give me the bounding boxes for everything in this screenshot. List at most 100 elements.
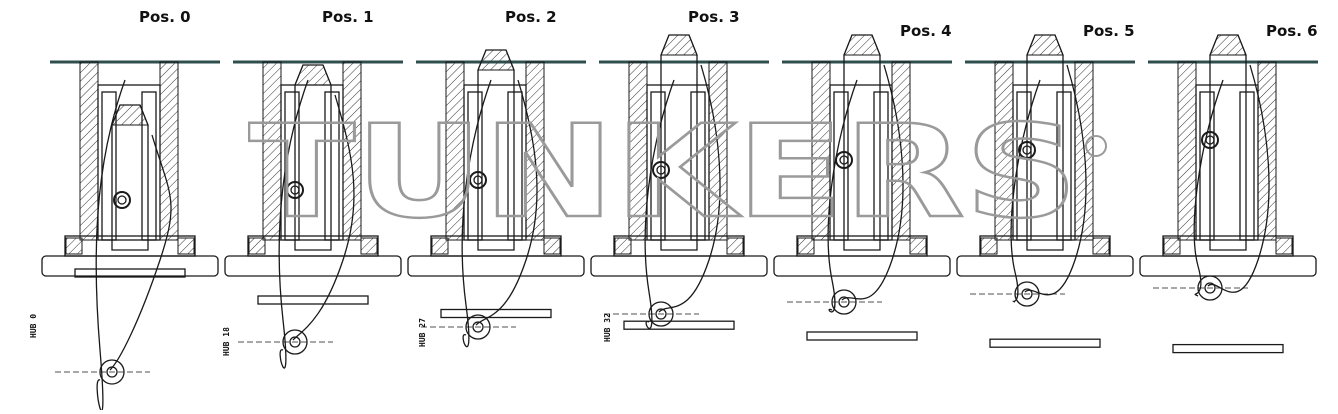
pivot-joint (286, 181, 304, 199)
bolt-right (1275, 237, 1293, 255)
arm-eye-hole (1204, 282, 1216, 294)
clamp-unit-6 (1139, 34, 1318, 354)
bolt-left (1163, 237, 1181, 255)
position-label-0: Pos. 0 (139, 8, 191, 26)
watermark-logo-text: TÜNKERS (248, 116, 1078, 228)
base-flange (1139, 255, 1317, 277)
pivot-joint-inner (473, 175, 483, 185)
mounting-block (979, 235, 1111, 257)
housing-bore (97, 84, 161, 241)
pivot-joint-inner (839, 155, 849, 165)
arm-eye-hole (655, 308, 667, 320)
arm-eye-hole (838, 296, 850, 308)
guide-sleeve-right (690, 91, 706, 241)
pivot-joint (652, 161, 670, 179)
guide-sleeve-left (650, 91, 666, 241)
clamp-unit-1 (224, 60, 403, 369)
arm-eye-hole (106, 366, 118, 378)
clamp-finger-outer (475, 79, 538, 326)
bolt-right (177, 237, 195, 255)
guide-sleeve-right (507, 91, 523, 241)
housing-bore (829, 84, 893, 241)
clamp-finger-inner (1193, 79, 1224, 297)
position-label-6: Pos. 6 (1266, 22, 1318, 40)
pin-tip (477, 49, 515, 71)
mounting-block (247, 235, 379, 257)
position-label-3: Pos. 3 (688, 8, 740, 26)
pin-tip (1209, 34, 1247, 56)
pivot-joint (469, 171, 487, 189)
pin-tip (843, 34, 881, 56)
pivot-joint-inner (117, 195, 127, 205)
pin-tip (660, 34, 698, 56)
bolt-left (980, 237, 998, 255)
bolt-right (726, 237, 744, 255)
bolt-left (797, 237, 815, 255)
clamp-finger-outer (292, 94, 355, 341)
pin-tip (294, 64, 332, 86)
clamp-finger-outer (109, 134, 172, 371)
stroke-label-1: HUB 18 (222, 327, 231, 356)
stroke-label-3: HUB 32 (603, 313, 612, 342)
clamp-unit-5 (956, 34, 1135, 348)
bolt-left (65, 237, 83, 255)
base-flange (956, 255, 1134, 277)
clamp-finger-inner (95, 79, 126, 412)
registered-mark-circle (1085, 135, 1107, 157)
clamp-finger-inner (278, 79, 309, 369)
housing-wall-left (79, 61, 99, 241)
guide-sleeve-right (141, 91, 157, 241)
guide-sleeve-left (284, 91, 300, 241)
clamp-unit-2 (407, 49, 586, 348)
clamp-finger-inner (1010, 79, 1041, 303)
base-flange (590, 255, 768, 277)
pin-tip (1026, 34, 1064, 56)
base-flange (407, 255, 585, 277)
clamp-finger-inner (461, 79, 492, 348)
clamp-unit-3 (590, 34, 769, 330)
clamp-finger-inner (827, 79, 858, 313)
stroke-plate (623, 320, 735, 330)
housing-bore (646, 84, 710, 241)
guide-sleeve-right (873, 91, 889, 241)
guide-sleeve-left (467, 91, 483, 241)
base-flange (41, 255, 219, 277)
arm-eye-hole (289, 336, 301, 348)
clamp-finger-outer (841, 64, 904, 301)
pivot-joint (113, 191, 131, 209)
guide-sleeve-right (324, 91, 340, 241)
guide-sleeve-right (1239, 91, 1255, 241)
pivot-joint-inner (290, 185, 300, 195)
guide-sleeve-right (1056, 91, 1072, 241)
position-label-4: Pos. 4 (900, 22, 952, 40)
position-label-5: Pos. 5 (1083, 22, 1135, 40)
mounting-block (430, 235, 562, 257)
stroke-plate (1172, 343, 1284, 354)
pin-tip (111, 104, 149, 126)
bolt-right (909, 237, 927, 255)
bolt-left (614, 237, 632, 255)
bolt-right (360, 237, 378, 255)
base-flange (224, 255, 402, 277)
pivot-joint-inner (656, 165, 666, 175)
stroke-plate (257, 295, 369, 305)
stroke-plate (989, 338, 1101, 348)
bolt-left (431, 237, 449, 255)
stroke-plate (806, 331, 918, 341)
housing-bore (1195, 84, 1259, 241)
guide-sleeve-left (101, 91, 117, 241)
clamp-unit-0 (41, 60, 220, 412)
bolt-right (1092, 237, 1110, 255)
mounting-block (796, 235, 928, 257)
pivot-joint (1018, 141, 1036, 159)
bolt-right (543, 237, 561, 255)
mounting-block (64, 235, 196, 257)
position-label-1: Pos. 1 (322, 8, 374, 26)
housing-wall-left (1177, 61, 1197, 241)
arm-eye-hole (1021, 288, 1033, 300)
tunkers-watermark: TÜNKERS (248, 116, 1107, 228)
base-flange (773, 255, 951, 277)
stroke-plate (74, 268, 186, 278)
housing-bore (1012, 84, 1076, 241)
